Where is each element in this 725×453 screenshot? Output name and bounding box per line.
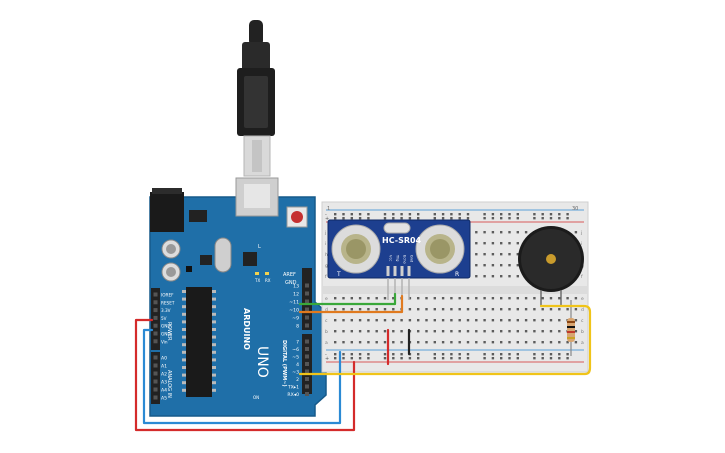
wire-green-trig — [298, 292, 397, 306]
rail-sign: - — [325, 352, 327, 358]
crystal — [214, 237, 232, 273]
wires — [134, 292, 592, 432]
sensor-t-label: T — [336, 271, 341, 278]
row-letter: a — [581, 341, 584, 346]
power-pin-label: 5V — [161, 316, 167, 321]
sensor-pin-label: Gnd — [410, 255, 414, 262]
power-section-label: POWER — [166, 322, 172, 341]
power-pin-label: RESET — [161, 300, 175, 305]
digital-pin-label: 2 — [296, 377, 299, 383]
digital-pin-label: ~11 — [289, 300, 299, 306]
piezo-buzzer — [518, 226, 584, 306]
sensor-model-label: HC-SR04 — [382, 236, 422, 245]
row-letter: c — [581, 319, 584, 324]
model-label: UNO — [254, 346, 270, 378]
power-pin-label: GND — [161, 332, 171, 337]
row-letter: e — [581, 297, 584, 302]
rail-sign: + — [325, 216, 329, 222]
resistor — [567, 300, 575, 356]
row-letter: i — [325, 241, 326, 247]
wire-blue-gnd — [142, 328, 342, 425]
rx-label: RX — [265, 278, 271, 283]
usb-cable — [237, 20, 275, 177]
row-letter: a — [325, 341, 328, 346]
power-pin-label: GND — [161, 324, 171, 329]
rail-sign: - — [325, 212, 327, 218]
row-letter: c — [325, 319, 328, 324]
gnd-label: GND — [285, 280, 297, 286]
aref-label: AREF — [283, 272, 296, 278]
row-letter: g — [325, 264, 328, 269]
power-jack — [150, 192, 184, 232]
row-letter: d — [325, 307, 328, 313]
digital-pin-label: 4 — [296, 362, 299, 368]
row-letter: b — [581, 329, 584, 335]
analog-pin-label: A5 — [161, 396, 167, 402]
digital-pin-label: ~9 — [292, 316, 299, 322]
sensor-pin-label: Echo — [403, 255, 407, 264]
brand-label: ARDUINO — [242, 308, 251, 350]
sensor-pin-label: Vcc — [389, 255, 393, 261]
row-letter: f — [325, 274, 327, 280]
row-letter: j — [580, 230, 582, 236]
on-led-label: ON — [253, 395, 259, 400]
atmega-chip — [186, 287, 212, 397]
rail-sign: + — [325, 356, 329, 362]
row-letter: f — [581, 274, 583, 280]
row-letter: e — [325, 297, 328, 302]
power-pin-label: IOREF — [161, 293, 174, 298]
row-letter: j — [324, 230, 326, 236]
digital-pin-label: RX◂0 — [287, 392, 299, 398]
bb-start-number: 1 — [327, 206, 330, 212]
power-pin-label: Vin — [161, 339, 168, 344]
chip-pins — [182, 290, 216, 392]
tx-label: TX — [254, 278, 260, 283]
wire-red-5v — [134, 318, 356, 432]
analog-pin-label: A0 — [161, 356, 167, 362]
wire-yellow-buzzer — [298, 304, 592, 376]
row-letter: b — [325, 329, 328, 335]
digital-pin-label: 7 — [296, 340, 299, 346]
analog-pin-label: A4 — [161, 388, 167, 394]
digital-section-label: DIGITAL (PWM~) — [281, 340, 287, 387]
l-led-label: L — [258, 244, 261, 250]
bb-end-number: 30 — [572, 206, 578, 212]
analog-pin-label: A1 — [161, 364, 167, 370]
digital-pin-label: ~5 — [292, 355, 299, 361]
analog-pin-label: A2 — [161, 372, 167, 378]
wire-orange-echo — [298, 294, 404, 314]
sensor-pin-label: Trig — [396, 254, 400, 261]
digital-pin-label: 13 — [293, 284, 299, 290]
power-pin-label: 3.3V — [161, 308, 171, 313]
digital-pin-label: TX▸1 — [287, 385, 299, 391]
digital-pin-label: 12 — [293, 292, 299, 298]
arduino-uno-board: TX RX L ON ARDUINO UNO POWER ANALOG IN D… — [149, 177, 327, 417]
row-letter: i — [581, 241, 582, 247]
analog-section-label: ANALOG IN — [166, 370, 172, 398]
sensor-r-label: R — [455, 271, 459, 278]
digital-pin-label: ~6 — [292, 347, 299, 353]
digital-pin-label: ~3 — [292, 370, 299, 376]
digital-pin-label: 8 — [296, 324, 299, 330]
row-letter: d — [581, 307, 584, 313]
row-letter: h — [325, 252, 328, 258]
digital-pin-label: ~10 — [289, 308, 299, 314]
analog-pin-label: A3 — [161, 380, 167, 386]
